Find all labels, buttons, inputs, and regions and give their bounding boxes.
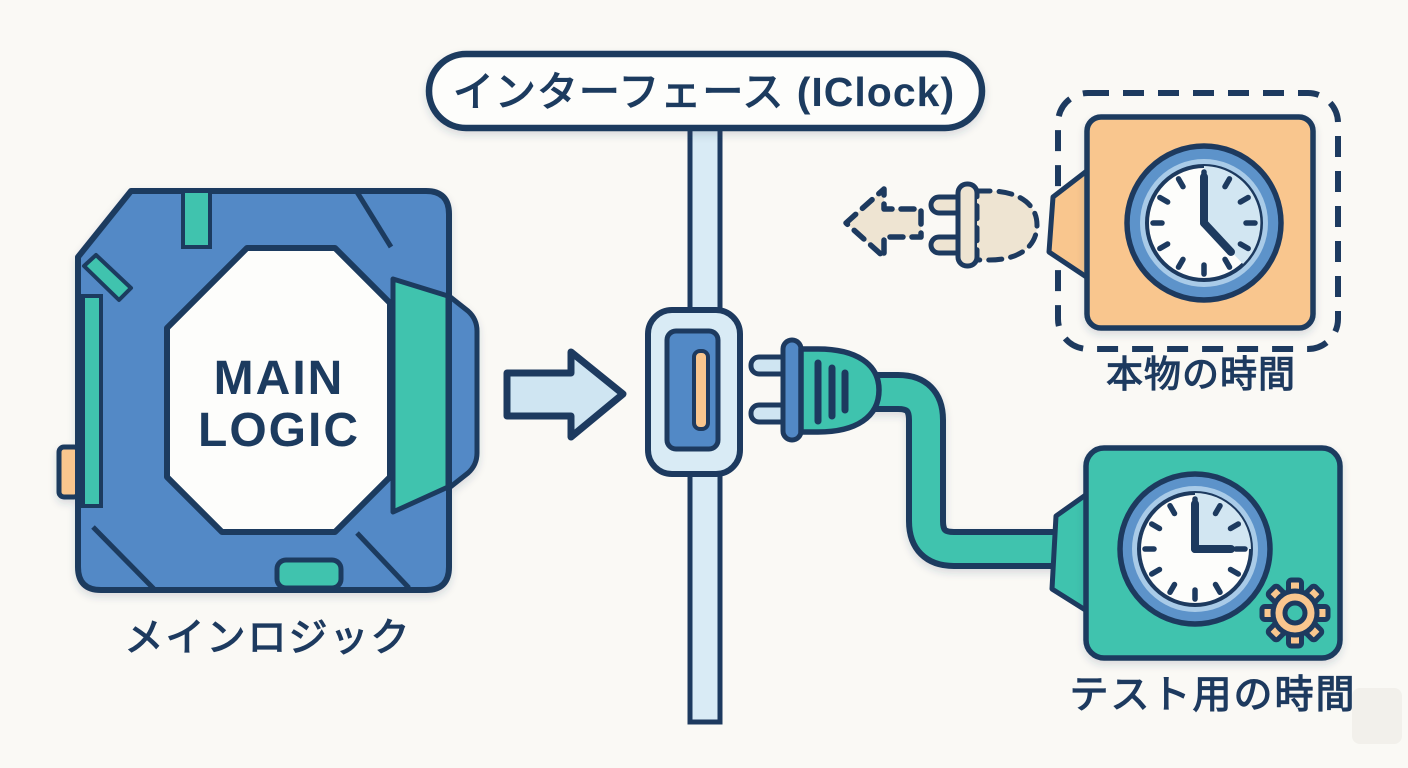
clock-face-shade [1195,493,1251,549]
interface-pill-shape [425,50,986,132]
test-time-port [1049,491,1090,614]
chip-side-tab [446,293,480,491]
hour-hand [1200,219,1235,256]
cable-line [862,372,1072,569]
chip-seam-top-right [354,190,394,249]
main-logic-label: メインロジック [124,617,411,660]
chip-seam-bottom-right [355,531,411,590]
dashed-arrow-left-icon [843,186,924,260]
interface-pill: インターフェース (IClock) [425,50,986,132]
gear-hole [1282,600,1308,626]
chip-text-line2: LOGIC [198,404,360,457]
ghost-body [974,188,1040,263]
chip-accent-bottom [274,557,344,591]
gear-icon [1259,577,1331,649]
chip-inner-panel [164,245,393,535]
chip-seam-bottom-left [91,525,156,591]
cable-outline [862,372,1072,569]
clock-face-shade [1204,166,1261,264]
clock-ticks [1150,169,1258,277]
real-time-label: 本物の時間 [1106,354,1296,395]
chip-accent-top [181,189,212,249]
chip-accent-right [390,276,451,515]
plug-body [798,346,882,435]
test-time-label: テスト用の時間 [1069,674,1356,717]
socket-icon [645,307,743,477]
clock-icon [1117,471,1273,627]
ghost-faceplate [955,181,980,269]
watermark-remnant [1352,688,1402,744]
unplug-indicator [843,181,1040,269]
chip-accent-diagonal [82,253,133,302]
real-time-module: 本物の時間 [1046,90,1341,395]
arrow-right-icon [503,348,627,441]
socket-slot [692,349,710,431]
plug-grip-lines [814,359,849,425]
test-time-module: テスト用の時間 [1049,445,1356,717]
cable-core [862,378,1072,563]
real-time-port [1046,167,1091,281]
clock-icon [1124,143,1284,303]
chip-accent-left [81,294,103,508]
plug-icon [748,337,882,443]
chip-text-line1: MAIN [214,352,345,405]
chip-icon: MAIN LOGIC [56,188,480,593]
unplugged-plug-icon [928,181,1040,269]
interface-label: インターフェース (IClock) [453,69,955,115]
